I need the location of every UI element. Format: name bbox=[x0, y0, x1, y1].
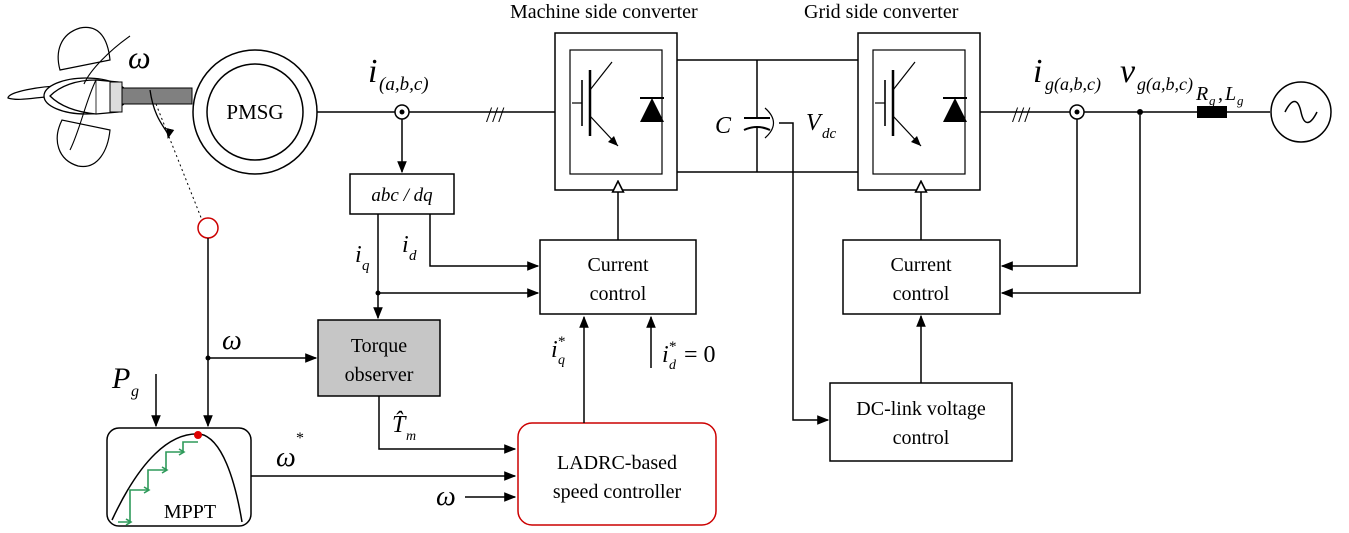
speed-sensor-circle bbox=[197, 217, 219, 239]
grid-filter-inductor bbox=[1197, 106, 1227, 118]
voltage-tap-grid bbox=[1137, 109, 1143, 115]
abc-dq-block bbox=[349, 173, 455, 215]
id-ref-star: * bbox=[669, 339, 677, 355]
dc-link-line2: control bbox=[893, 427, 950, 449]
rl-comma: , bbox=[1218, 83, 1223, 105]
iq-ref-subscript: q bbox=[558, 353, 565, 368]
mppt-label: MPPT bbox=[164, 501, 216, 523]
grid-side-converter bbox=[857, 32, 981, 191]
r-subscript: g bbox=[1209, 93, 1216, 108]
current-control-machine-block bbox=[539, 239, 697, 315]
current-control-machine-line1: Current bbox=[587, 254, 649, 276]
id-subscript: d bbox=[409, 248, 417, 264]
id-ref-subscript: d bbox=[669, 358, 677, 373]
iq-subscript: q bbox=[362, 258, 370, 274]
t-hat-label: T̂ bbox=[392, 411, 407, 438]
ladrc-line1: LADRC-based bbox=[557, 452, 677, 474]
mppt-steps-icon bbox=[118, 441, 198, 526]
speed-sensor-link bbox=[155, 103, 203, 221]
vg-subscript: g(a,b,c) bbox=[1137, 74, 1193, 95]
id-ref-label: i bbox=[662, 342, 669, 368]
iq-ref-star: * bbox=[558, 334, 566, 350]
ladrc-line2: speed controller bbox=[553, 481, 682, 503]
three-phase-mark-grid: /// bbox=[1012, 102, 1031, 127]
torque-observer-block bbox=[317, 319, 441, 397]
pg-subscript: g bbox=[131, 383, 139, 400]
ladrc-block bbox=[517, 422, 717, 526]
iq-label: i bbox=[355, 242, 362, 268]
current-control-grid-line1: Current bbox=[890, 254, 952, 276]
id-to-current-control bbox=[429, 214, 540, 271]
l-subscript: g bbox=[1237, 93, 1244, 108]
shaft bbox=[121, 87, 193, 105]
vg-feedback bbox=[1000, 115, 1141, 298]
omega-star-sup: * bbox=[296, 430, 304, 447]
current-control-grid-line2: control bbox=[893, 283, 950, 305]
l-label: L bbox=[1224, 83, 1236, 105]
t-hat-subscript: m bbox=[406, 429, 416, 444]
rotation-arrow-icon bbox=[149, 89, 175, 140]
ig-subscript: g(a,b,c) bbox=[1045, 74, 1101, 95]
dc-link-control-block bbox=[829, 382, 1013, 462]
machine-side-converter bbox=[554, 32, 678, 191]
ig-feedback bbox=[1000, 119, 1078, 271]
i-abc-subscript: (a,b,c) bbox=[379, 74, 429, 95]
torque-observer-line2: observer bbox=[345, 364, 414, 386]
torque-observer-line1: Torque bbox=[351, 335, 407, 357]
wind-turbine-icon bbox=[7, 26, 131, 168]
id-label: i bbox=[402, 232, 409, 258]
vdc-label: V bbox=[806, 110, 823, 136]
vdc-to-dclink-control bbox=[779, 122, 830, 425]
pmsg-label: PMSG bbox=[226, 100, 283, 124]
ig-label: i bbox=[1033, 53, 1042, 90]
iq-ref-label: i bbox=[551, 337, 558, 363]
omega-label-turbine: ω bbox=[128, 39, 151, 75]
omega-star-label: ω bbox=[276, 442, 296, 473]
current-control-grid-block bbox=[842, 239, 1001, 315]
torque-estimate-to-ladrc bbox=[378, 396, 517, 454]
omega-label-observer: ω bbox=[222, 325, 242, 356]
abc-dq-label: abc / dq bbox=[371, 185, 433, 206]
mpp-dot bbox=[194, 431, 202, 439]
vg-label: v bbox=[1120, 53, 1136, 90]
omega-label-ladrc: ω bbox=[436, 481, 456, 512]
dc-link-line1: DC-link voltage bbox=[856, 398, 986, 420]
grid-side-converter-heading: Grid side converter bbox=[804, 1, 959, 23]
i-abc-label: i bbox=[368, 53, 377, 90]
r-label: R bbox=[1195, 83, 1208, 105]
current-control-machine-line2: control bbox=[590, 283, 647, 305]
pmsg-inner bbox=[206, 63, 304, 161]
dc-link-capacitor bbox=[743, 60, 775, 172]
mppt-block bbox=[106, 427, 252, 527]
machine-side-converter-heading: Machine side converter bbox=[510, 1, 698, 23]
capacitor-label: C bbox=[715, 113, 732, 139]
three-phase-mark-machine: /// bbox=[486, 102, 505, 127]
pg-label: P bbox=[111, 362, 130, 395]
vdc-subscript: dc bbox=[822, 126, 837, 142]
id-ref-eq-zero: = 0 bbox=[684, 342, 716, 368]
